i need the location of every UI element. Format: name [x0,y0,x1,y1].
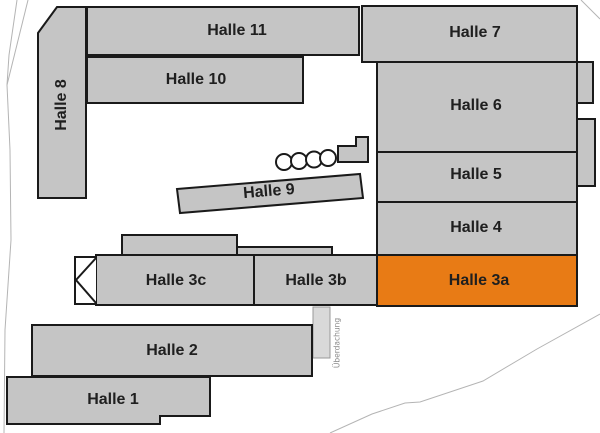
hall-halle-11[interactable] [86,6,360,56]
hall-halle-7[interactable] [361,5,578,63]
canopy-connector [312,306,331,359]
round-pavilion-1 [275,153,293,171]
boundary-line-west [3,0,18,433]
annex-building-east-1 [576,61,594,104]
hall-halle-3c[interactable] [95,254,255,306]
hall-halle-1[interactable] [6,376,211,425]
hall-halle-5[interactable] [376,151,578,203]
round-pavilion-4 [319,149,337,167]
annex-building-above-3c [121,234,238,256]
hall-halle-2[interactable] [31,324,313,377]
hall-halle-3b[interactable] [253,254,378,306]
boundary-line-northeast [580,0,600,20]
annex-building-east-2 [576,118,596,187]
hall-halle-10[interactable] [86,56,304,104]
annex-building-center [337,136,369,163]
hall-halle-3a-highlighted[interactable] [376,254,578,307]
hall-halle-9[interactable] [175,172,365,215]
hall-halle-8[interactable] [37,6,87,199]
entrance-arrow-icon [74,257,97,304]
hall-halle-4[interactable] [376,201,578,256]
annex-building-above-3b [236,246,333,256]
round-pavilion-2 [290,152,308,170]
boundary-line-southeast [329,313,600,433]
hall-halle-6[interactable] [376,61,578,153]
boundary-line-northwest [6,0,29,86]
